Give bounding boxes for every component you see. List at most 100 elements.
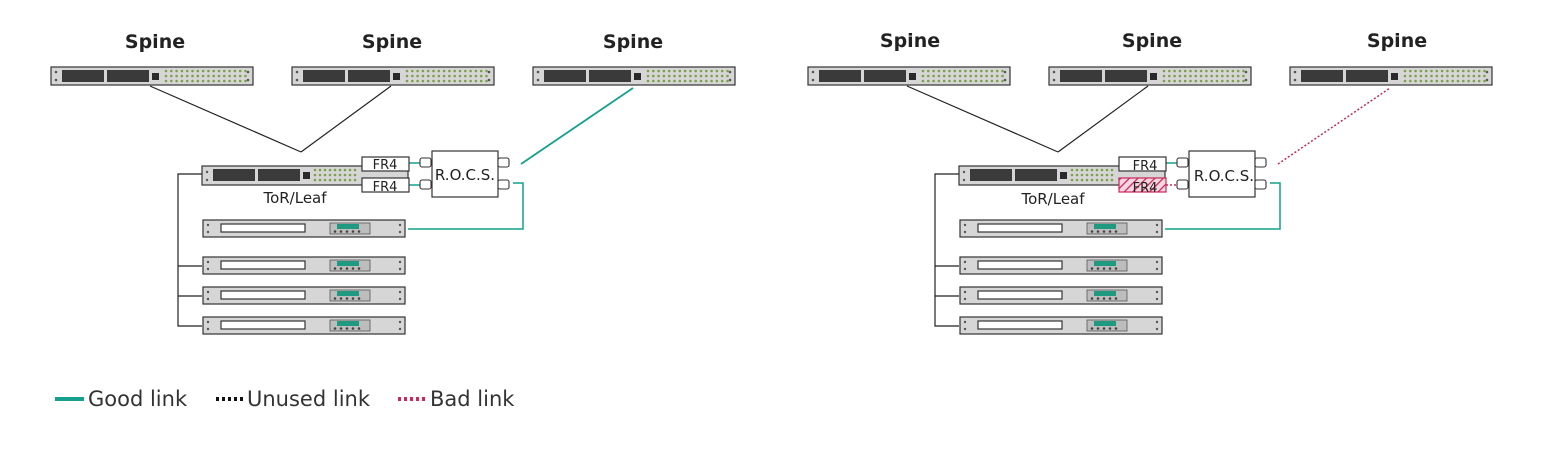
led	[1090, 168, 1094, 172]
spine3-rocs-link	[1277, 87, 1391, 165]
servers	[959, 219, 1163, 335]
led	[1178, 69, 1182, 73]
led	[1430, 79, 1433, 83]
button-dot	[345, 327, 349, 330]
rack-screw	[206, 267, 210, 271]
button-dot	[333, 327, 337, 330]
rack-screw	[398, 320, 402, 324]
led	[458, 74, 462, 78]
led	[464, 79, 467, 83]
rack-screw	[206, 290, 210, 294]
fr4-bottom-box	[361, 177, 410, 193]
button-dot	[345, 297, 349, 300]
led	[1424, 74, 1428, 78]
led	[1419, 69, 1423, 73]
led	[405, 69, 409, 73]
led	[201, 79, 205, 83]
led	[1451, 69, 1454, 73]
led	[1483, 74, 1486, 78]
led	[479, 69, 483, 73]
led	[1105, 173, 1109, 177]
led	[948, 74, 951, 78]
led	[1194, 79, 1198, 83]
rack-screw	[1155, 260, 1159, 264]
led	[1199, 69, 1203, 73]
led	[201, 69, 205, 73]
button-dot	[1096, 230, 1100, 233]
led	[1001, 79, 1004, 83]
led	[474, 79, 478, 83]
led	[323, 173, 327, 177]
rack-screw	[1155, 320, 1159, 324]
spine-3	[532, 66, 736, 86]
rack-screw	[1293, 70, 1297, 74]
led	[652, 79, 655, 83]
legend-label-unused: Unused link	[247, 387, 371, 411]
led	[442, 69, 446, 73]
led	[223, 79, 226, 83]
button-dot	[339, 230, 343, 233]
rack-screw	[536, 70, 540, 74]
led	[442, 74, 446, 78]
led	[958, 74, 962, 78]
led	[1075, 173, 1079, 177]
rack-screw	[1155, 297, 1159, 301]
led	[953, 79, 957, 83]
led	[726, 69, 729, 73]
led	[715, 74, 719, 78]
legend-label-good: Good link	[88, 387, 188, 411]
led	[432, 69, 435, 73]
spine-label-2: Spine	[1122, 30, 1182, 52]
led	[1095, 173, 1099, 177]
led	[985, 74, 988, 78]
rack-screw	[246, 78, 250, 82]
led	[421, 69, 425, 73]
rack-screw	[963, 260, 967, 264]
led	[469, 79, 472, 83]
led	[238, 74, 242, 78]
port-block	[544, 70, 586, 82]
rack-screw	[963, 267, 967, 271]
led	[223, 69, 226, 73]
button-dot	[345, 230, 349, 233]
led	[1446, 74, 1449, 78]
led	[937, 79, 941, 83]
led	[485, 79, 488, 83]
led	[191, 79, 194, 83]
led	[212, 79, 215, 83]
led	[1173, 69, 1176, 73]
led	[689, 74, 692, 78]
led	[233, 79, 237, 83]
led	[313, 173, 317, 177]
port-block	[970, 169, 1012, 181]
port-block	[864, 70, 906, 82]
led	[1221, 69, 1224, 73]
led	[233, 74, 237, 78]
led	[958, 69, 962, 73]
led	[333, 173, 337, 177]
led	[474, 69, 478, 73]
led	[233, 69, 237, 73]
led	[673, 69, 676, 73]
rack-screw	[1003, 70, 1007, 74]
led	[652, 69, 655, 73]
rack-screw	[487, 78, 491, 82]
led	[1090, 173, 1094, 177]
led	[673, 79, 676, 83]
led	[694, 79, 697, 83]
led	[662, 79, 666, 83]
led	[1105, 178, 1109, 182]
led	[244, 74, 247, 78]
led	[416, 74, 419, 78]
mgmt-port	[1150, 73, 1157, 80]
led	[657, 79, 660, 83]
rack-screw	[398, 327, 402, 331]
led	[953, 69, 957, 73]
led	[338, 173, 342, 177]
rack-screw	[206, 327, 210, 331]
led	[1199, 74, 1203, 78]
led	[1231, 69, 1235, 73]
led	[228, 79, 231, 83]
led	[432, 74, 435, 78]
